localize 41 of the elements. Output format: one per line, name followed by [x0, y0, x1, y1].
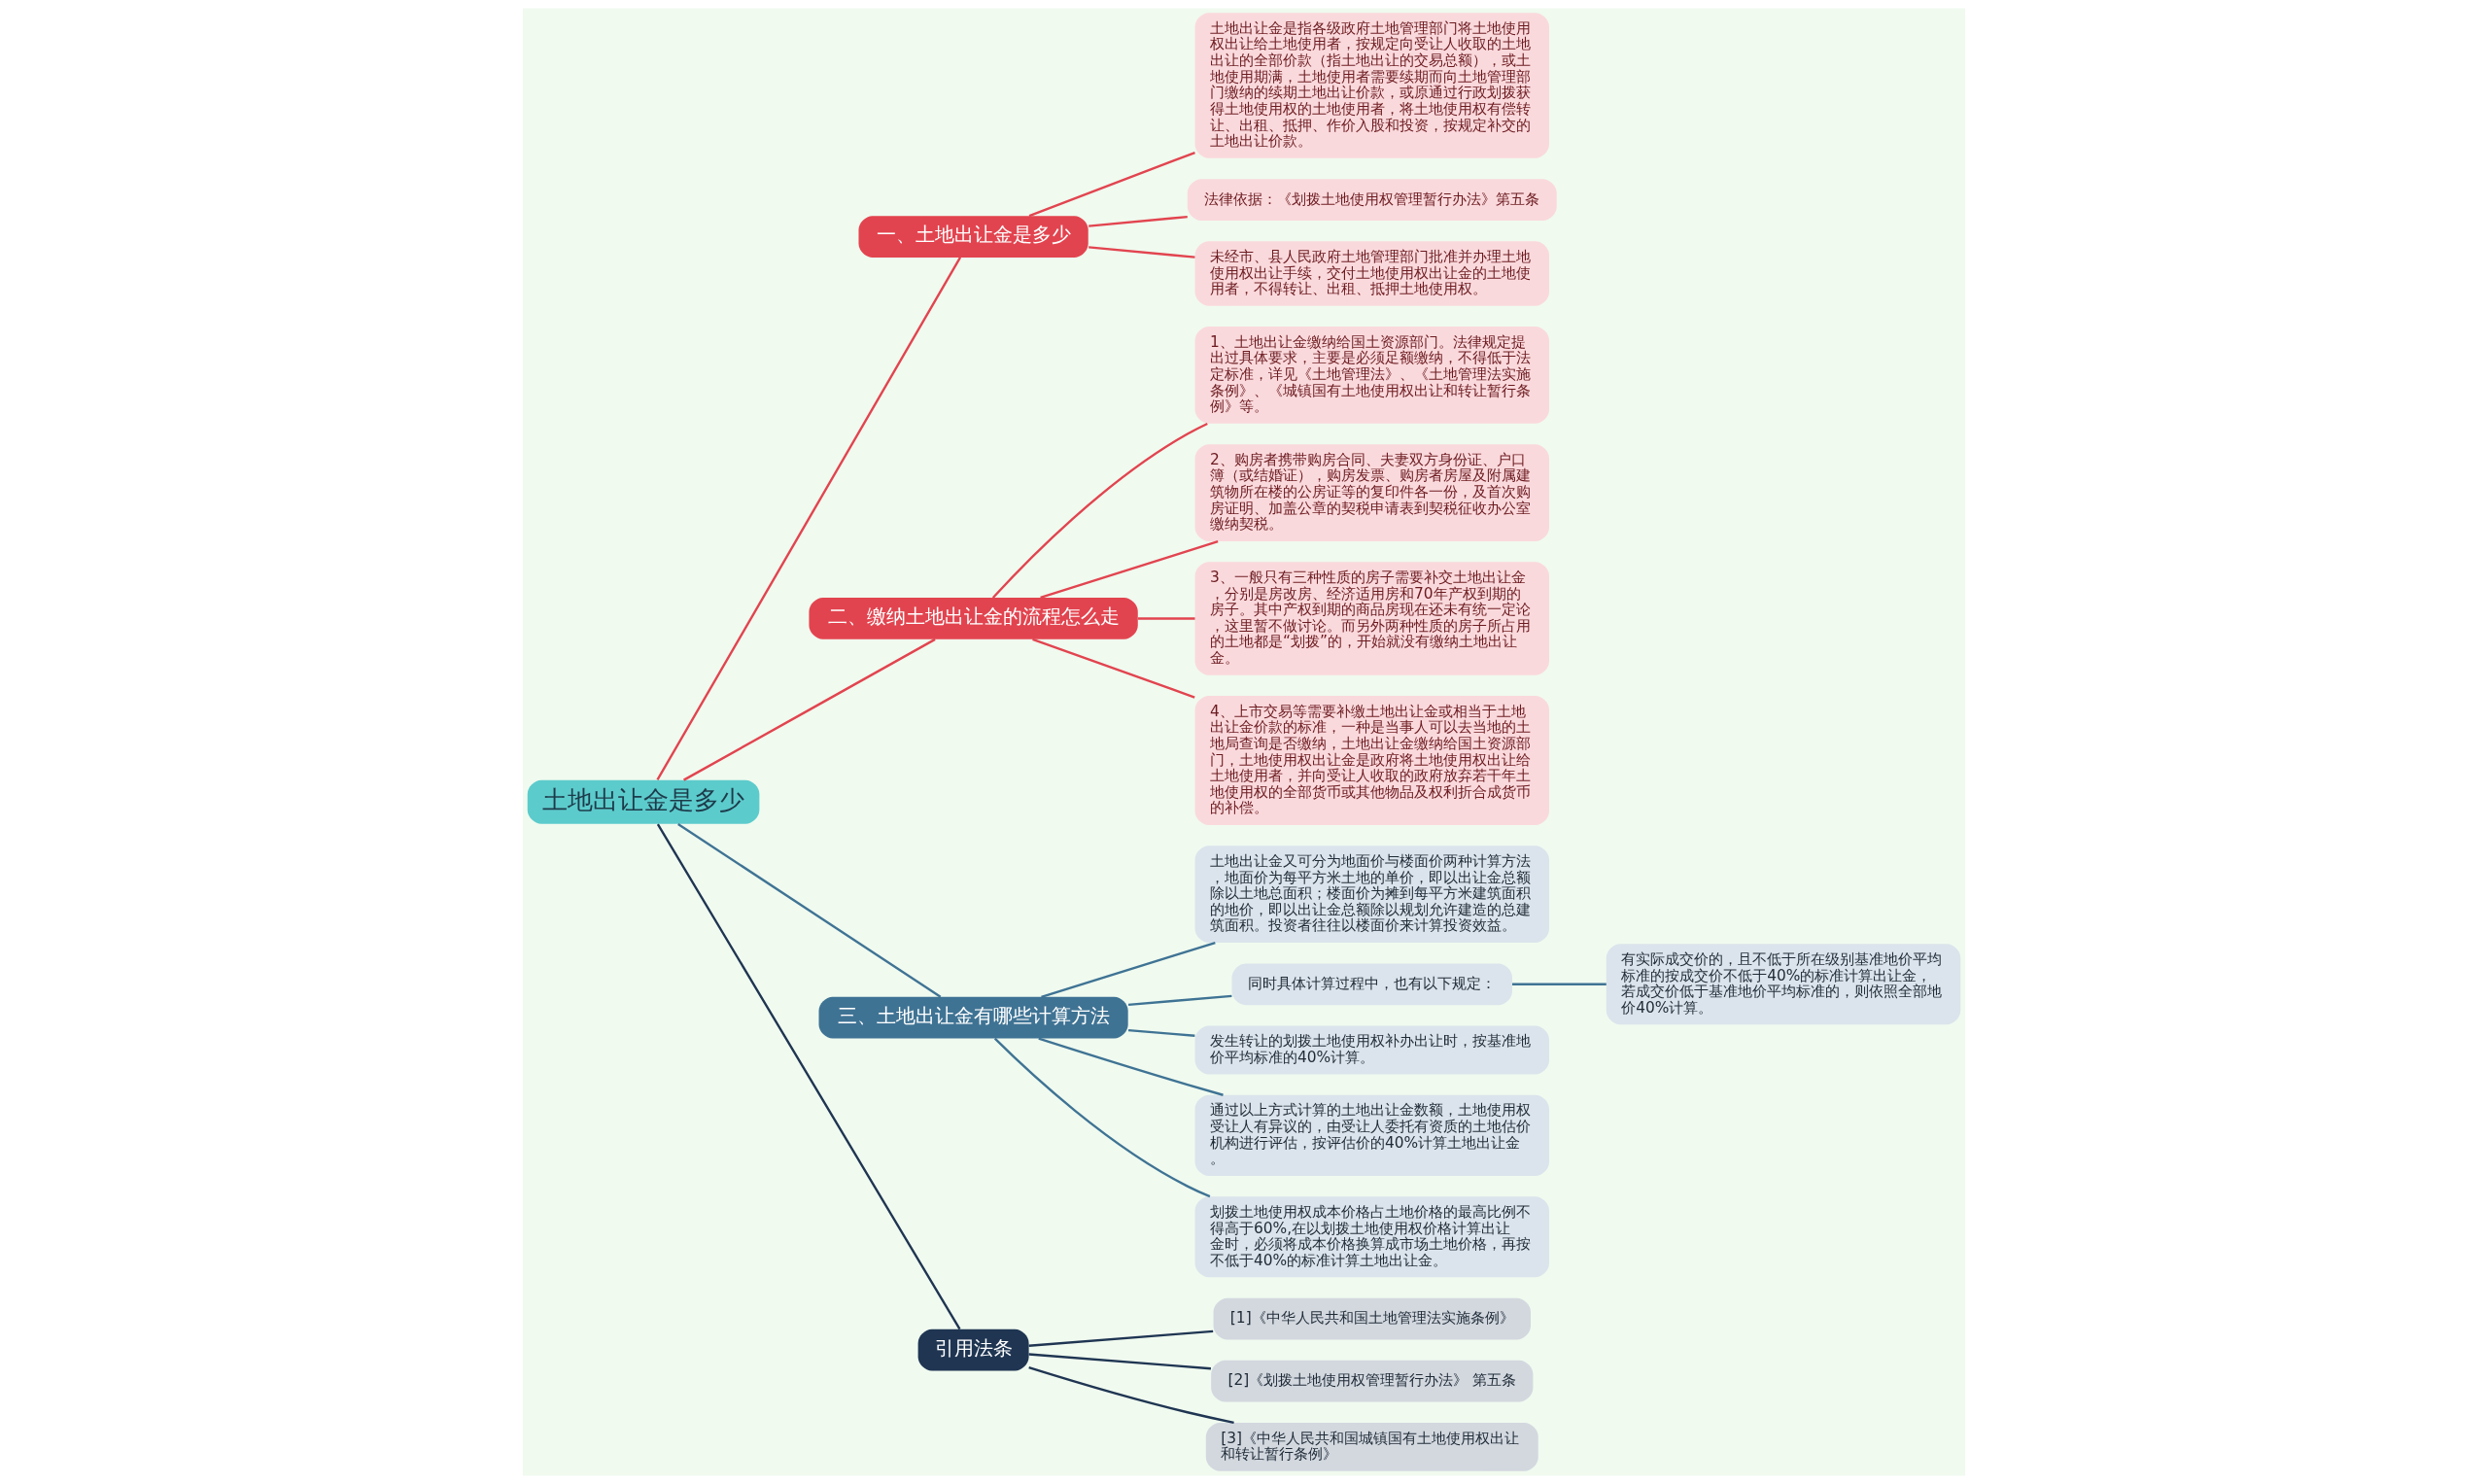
node-box: 土地出让金是多少 — [527, 779, 760, 824]
node-box: 划拨土地使用权成本价格占土地价格的最高比例不得高于60%,在以划拨土地使用权价格计算出让金时，必须将成本价格换算成市场土地价格，再按不低于40%的标准计算土地出让金。 — [1194, 1196, 1549, 1278]
node-box: 通过以上方式计算的土地出让金数额，土地使用权受让人有异议的，由受让人委托有资质的土地估价机构进行评估，按评估价的40%计算土地出让金。 — [1194, 1094, 1549, 1176]
connector — [656, 823, 961, 1330]
connector — [1040, 539, 1219, 600]
connector — [1028, 151, 1195, 218]
connector — [1088, 246, 1195, 259]
connector — [683, 638, 936, 781]
connector — [1028, 1353, 1211, 1370]
connector — [1028, 1366, 1234, 1424]
node-box: 2、购房者携带购房合同、夫妻双方身份证、户口簿（或结婚证），购房发票、购房者房屋及附属建筑物所在楼的公房证等的复印件各一份，及首次购房证明、加盖公章的契税申请表到契税征收办公室缴纳契税。 — [1194, 444, 1549, 541]
node-box: 有实际成交价的，且不低于所在级别基准地价平均标准的按成交价不低于40%的标准计算出让金，若成交价低于基准地价平均标准的，则依照全部地价40%计算。 — [1606, 944, 1961, 1025]
node-box: 二、缴纳土地出让金的流程怎么走 — [809, 598, 1138, 639]
node-box: 土地出让金又可分为地面价与楼面价两种计算方法，地面价为每平方米土地的单价，即以出让金总额除以土地总面积；楼面价为摊到每平方米建筑面积的地价，即以出让金总额除以规划允许建造的总建筑面积。投资者往往以楼面价来计算投资效益。 — [1194, 846, 1549, 944]
connector — [1512, 983, 1607, 985]
node-box: 三、土地出让金有哪些计算方法 — [818, 996, 1128, 1039]
node-box: [3]《中华人民共和国城镇国有土地使用权出让和转让暂行条例》 — [1205, 1422, 1538, 1471]
node-box: [1]《中华人民共和国土地管理法实施条例》 — [1213, 1297, 1531, 1340]
connector — [677, 822, 942, 998]
connector — [991, 422, 1208, 599]
node-box: 同时具体计算过程中，也有以下规定： — [1231, 963, 1512, 1006]
connector — [1038, 1037, 1224, 1096]
node-box: 引用法条 — [917, 1329, 1029, 1371]
connector — [656, 257, 962, 781]
connector — [1138, 617, 1195, 620]
node-box: 1、土地出让金缴纳给国土资源部门。法律规定提出过具体要求，主要是必须足额缴纳，不得低于法定标准，详见《土地管理法》、《土地管理法实施条例》、《城镇国有土地使用权出让和转让暂行条例》等。 — [1194, 327, 1549, 424]
node-box: 土地出让金是指各级政府土地管理部门将土地使用权出让给土地使用者，按规定向受让人收取的土地出让的全部价款（指土地出让的交易总额），或土地使用期满，土地使用者需要续期而向土地管理部门缴纳的续期土地出让价款，或原通过行政划拨获得土地使用权的土地使用者，将土地使用权有偿转让、出租、抵押、作价入股和投资，按规定补交的土地出让价款。 — [1194, 13, 1549, 158]
node-box: [2]《划拨土地使用权管理暂行办法》 第五条 — [1211, 1360, 1534, 1402]
node-box: 发生转让的划拨土地使用权补办出让时，按基准地价平均标准的40%计算。 — [1194, 1025, 1549, 1075]
connector — [1041, 942, 1216, 998]
connector — [993, 1037, 1211, 1198]
connector — [1088, 215, 1188, 227]
node-box: 一、土地出让金是多少 — [858, 216, 1088, 258]
connector — [1127, 1028, 1195, 1037]
node-box: 法律依据：《划拨土地使用权管理暂行办法》第五条 — [1187, 179, 1557, 221]
connector — [1032, 638, 1195, 699]
node-box: 4、上市交易等需要补缴土地出让金或相当于土地出让金价款的标准，一种是当事人可以去当地的土地局查询是否缴纳，土地出让金缴纳给国土资源部门，土地使用权出让金是政府将土地使用权出让给土地使用者，并向受让人收取的政府放弃若干年土地使用权的全部货币或其他物品及权利折合成货币的补偿。 — [1194, 696, 1549, 825]
connector — [1127, 994, 1232, 1007]
node-box: 3、一般只有三种性质的房子需要补交土地出让金，分别是房改房、经济适用房和70年产权到期的房子。其中产权到期的商品房现在还未有统一定论，这里暂不做讨论。而另外两种性质的房子所占用的土地都是“划拨”的，开始就没有缴纳土地出让金。 — [1194, 562, 1549, 675]
connector — [1028, 1329, 1214, 1347]
node-box: 未经市、县人民政府土地管理部门批准并办理土地使用权出让手续，交付土地使用权出让金的土地使用者，不得转让、出租、抵押土地使用权。 — [1194, 241, 1549, 306]
